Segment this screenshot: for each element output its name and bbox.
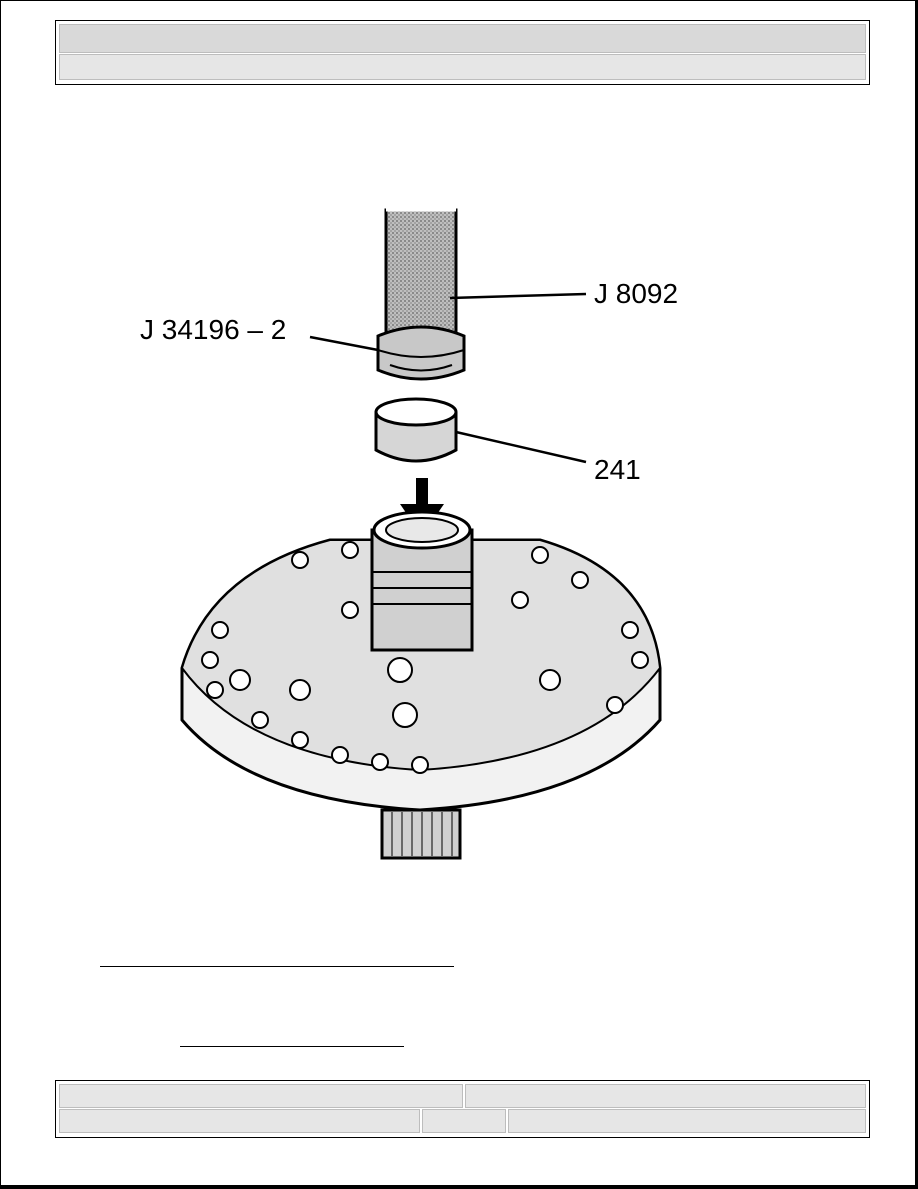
footer-cell-bottom-middle	[422, 1109, 506, 1133]
link-underline-1[interactable]	[100, 966, 454, 967]
callout-j8092: J 8092	[594, 278, 679, 309]
header-title-row	[59, 24, 866, 53]
footer-cell-top-left	[59, 1084, 463, 1108]
callout-j34196-2: J 34196 – 2	[140, 314, 287, 345]
oil-pump-body	[180, 510, 662, 860]
callout-241: 241	[594, 454, 641, 485]
installer-j34196-2	[376, 325, 466, 381]
page-header	[55, 20, 870, 85]
link-underline-2[interactable]	[180, 1046, 404, 1047]
leader-lines	[309, 292, 587, 464]
footer-cell-bottom-left	[59, 1109, 420, 1133]
header-subtitle-row	[59, 54, 866, 80]
pump-bushing-installation-illustration	[180, 208, 662, 860]
bushing-241	[374, 397, 458, 463]
footer-cell-top-right	[465, 1084, 866, 1108]
page-footer	[55, 1080, 870, 1138]
tool-handle-j8092	[384, 208, 458, 340]
bolt-holes	[201, 541, 649, 774]
footer-cell-bottom-right	[508, 1109, 866, 1133]
